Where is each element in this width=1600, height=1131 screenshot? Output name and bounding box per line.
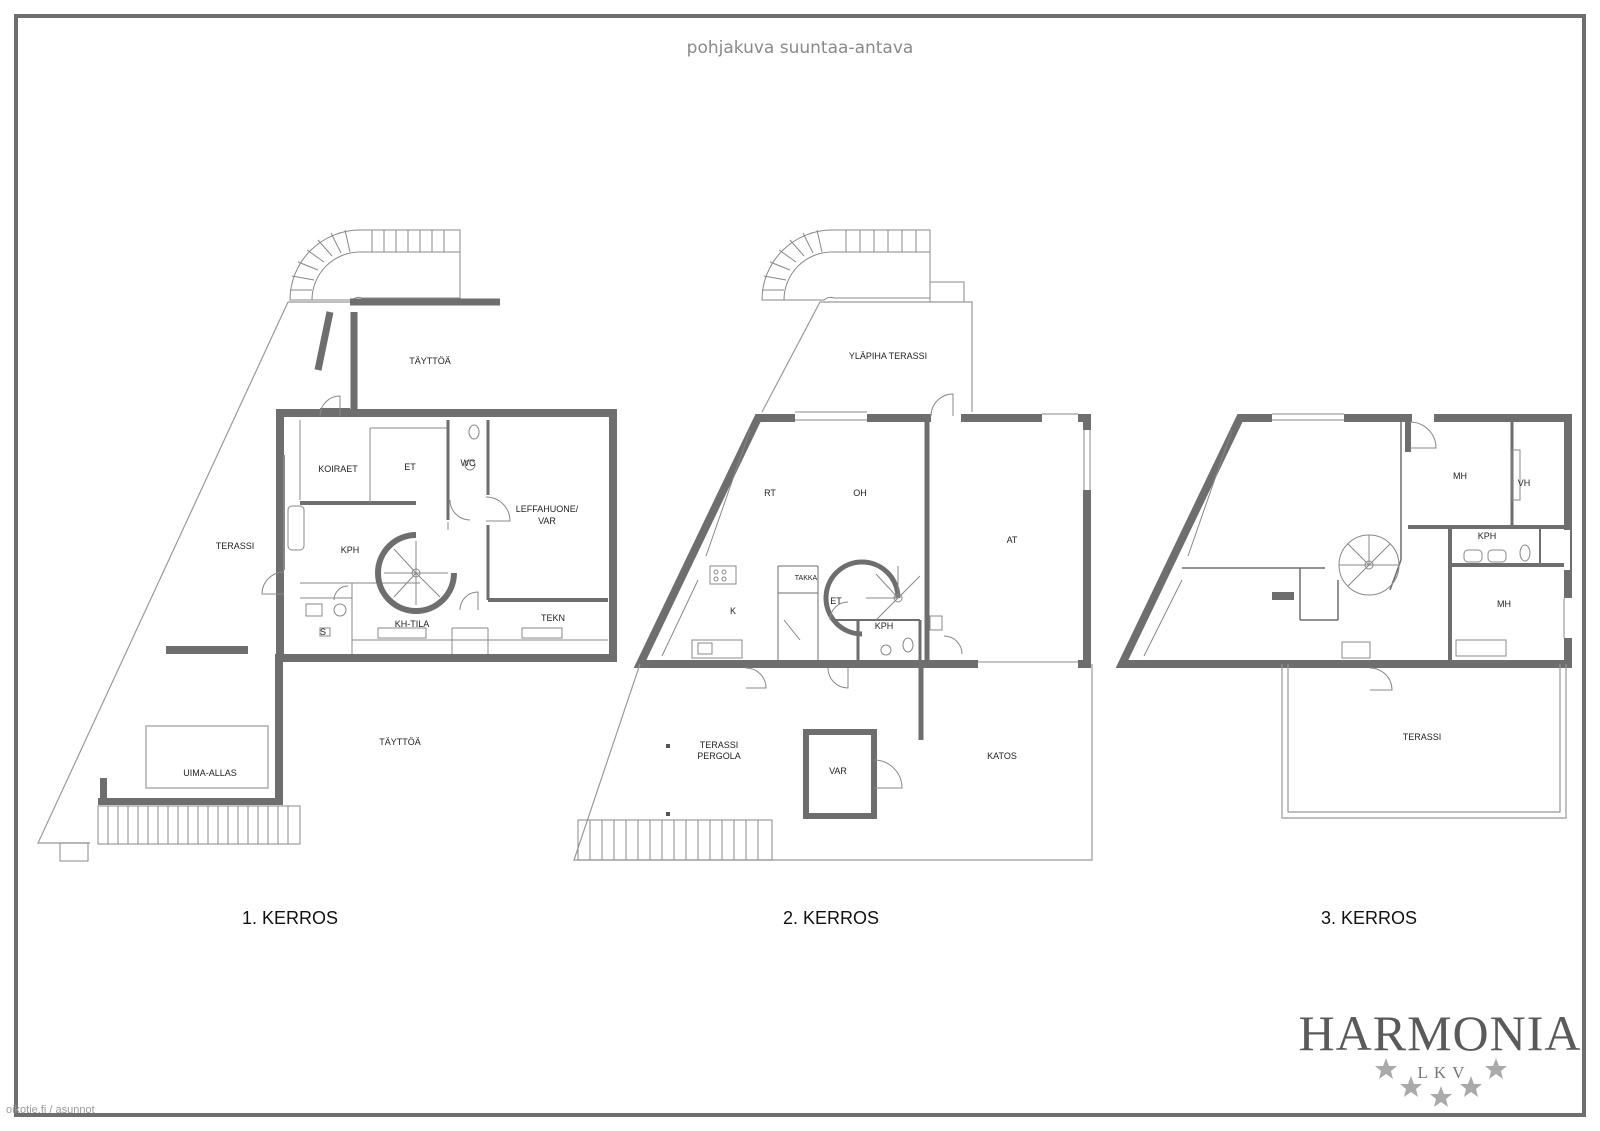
- room-label: ET: [404, 462, 416, 472]
- room-label: LEFFAHUONE/: [516, 504, 579, 514]
- room-label: AT: [1007, 535, 1018, 545]
- room-label: KPH: [875, 621, 894, 631]
- room-label: TAKKA: [795, 575, 818, 582]
- logo-name: HARMONIA: [1299, 1005, 1582, 1061]
- room-label: TEKN: [541, 613, 565, 623]
- room-label: S: [320, 627, 326, 637]
- room-label: KATOS: [987, 751, 1017, 761]
- floor-1-label: 1. KERROS: [242, 908, 338, 928]
- floor-2-spiral-stair: [823, 559, 921, 637]
- floor-1-entry-step: [59, 842, 89, 862]
- floor-3-spiral-stair: [1338, 534, 1400, 596]
- room-label: TÄYTTÖÄ: [379, 737, 421, 747]
- plan-caption: pohjakuva suuntaa-antava: [687, 38, 914, 58]
- floor-1-plan: TÄYTTÖÄ KOIRAET ET WC LEFFAHUONE/ VAR TE…: [37, 229, 617, 928]
- room-label: VAR: [538, 516, 556, 526]
- room-label: PERGOLA: [697, 751, 741, 761]
- room-label: K: [730, 606, 736, 616]
- room-label: KPH: [341, 545, 360, 555]
- harmonia-logo: HARMONIA LKV: [1299, 1005, 1582, 1107]
- room-label: VAR: [829, 766, 847, 776]
- floor-3-building-outer: [1115, 414, 1572, 668]
- floor-2-building-outer: [633, 414, 1091, 668]
- floor-1-outdoor-stair: [289, 229, 461, 301]
- room-label: MH: [1453, 471, 1467, 481]
- floor-2-bottom-stair: [577, 819, 773, 861]
- room-label: TERASSI: [700, 740, 739, 750]
- room-label: TERASSI: [1403, 732, 1442, 742]
- room-label: TÄYTTÖÄ: [409, 356, 451, 366]
- floor-1-pool: [145, 725, 269, 789]
- room-label: KPH: [1478, 531, 1497, 541]
- room-label: RT: [764, 488, 776, 498]
- room-label: WC: [461, 458, 476, 468]
- floor-2-var-box: [803, 729, 877, 819]
- room-label: KOIRAET: [318, 464, 358, 474]
- floor-1-bottom-stair: [97, 805, 301, 845]
- floor-3-plan: MH VH KPH MH TERASSI 3. KERROS: [1115, 412, 1572, 928]
- room-label: YLÄPIHA TERASSI: [849, 351, 927, 361]
- room-label: UIMA-ALLAS: [183, 768, 237, 778]
- page-frame: [14, 14, 1586, 1117]
- floor-2-plan: YLÄPIHA TERASSI RT OH AT TAKKA K ET KPH …: [573, 229, 1093, 928]
- logo-sub: LKV: [1418, 1063, 1471, 1082]
- floor-2-outdoor-stair: [761, 229, 965, 303]
- room-label: TERASSI: [216, 541, 255, 551]
- room-label: KH-TILA: [395, 619, 430, 629]
- watermark: oikotie.fi / asunnot: [6, 1104, 95, 1116]
- room-label: VH: [1518, 478, 1531, 488]
- floor-1-terrace-outline: [37, 301, 289, 844]
- floor-1-spiral-stair: [375, 532, 457, 614]
- room-label: OH: [853, 488, 867, 498]
- floor-3-label: 3. KERROS: [1321, 908, 1417, 928]
- room-label: MH: [1497, 599, 1511, 609]
- room-label: ET: [830, 596, 842, 606]
- floor-2-label: 2. KERROS: [783, 908, 879, 928]
- logo-stars: [1375, 1058, 1507, 1107]
